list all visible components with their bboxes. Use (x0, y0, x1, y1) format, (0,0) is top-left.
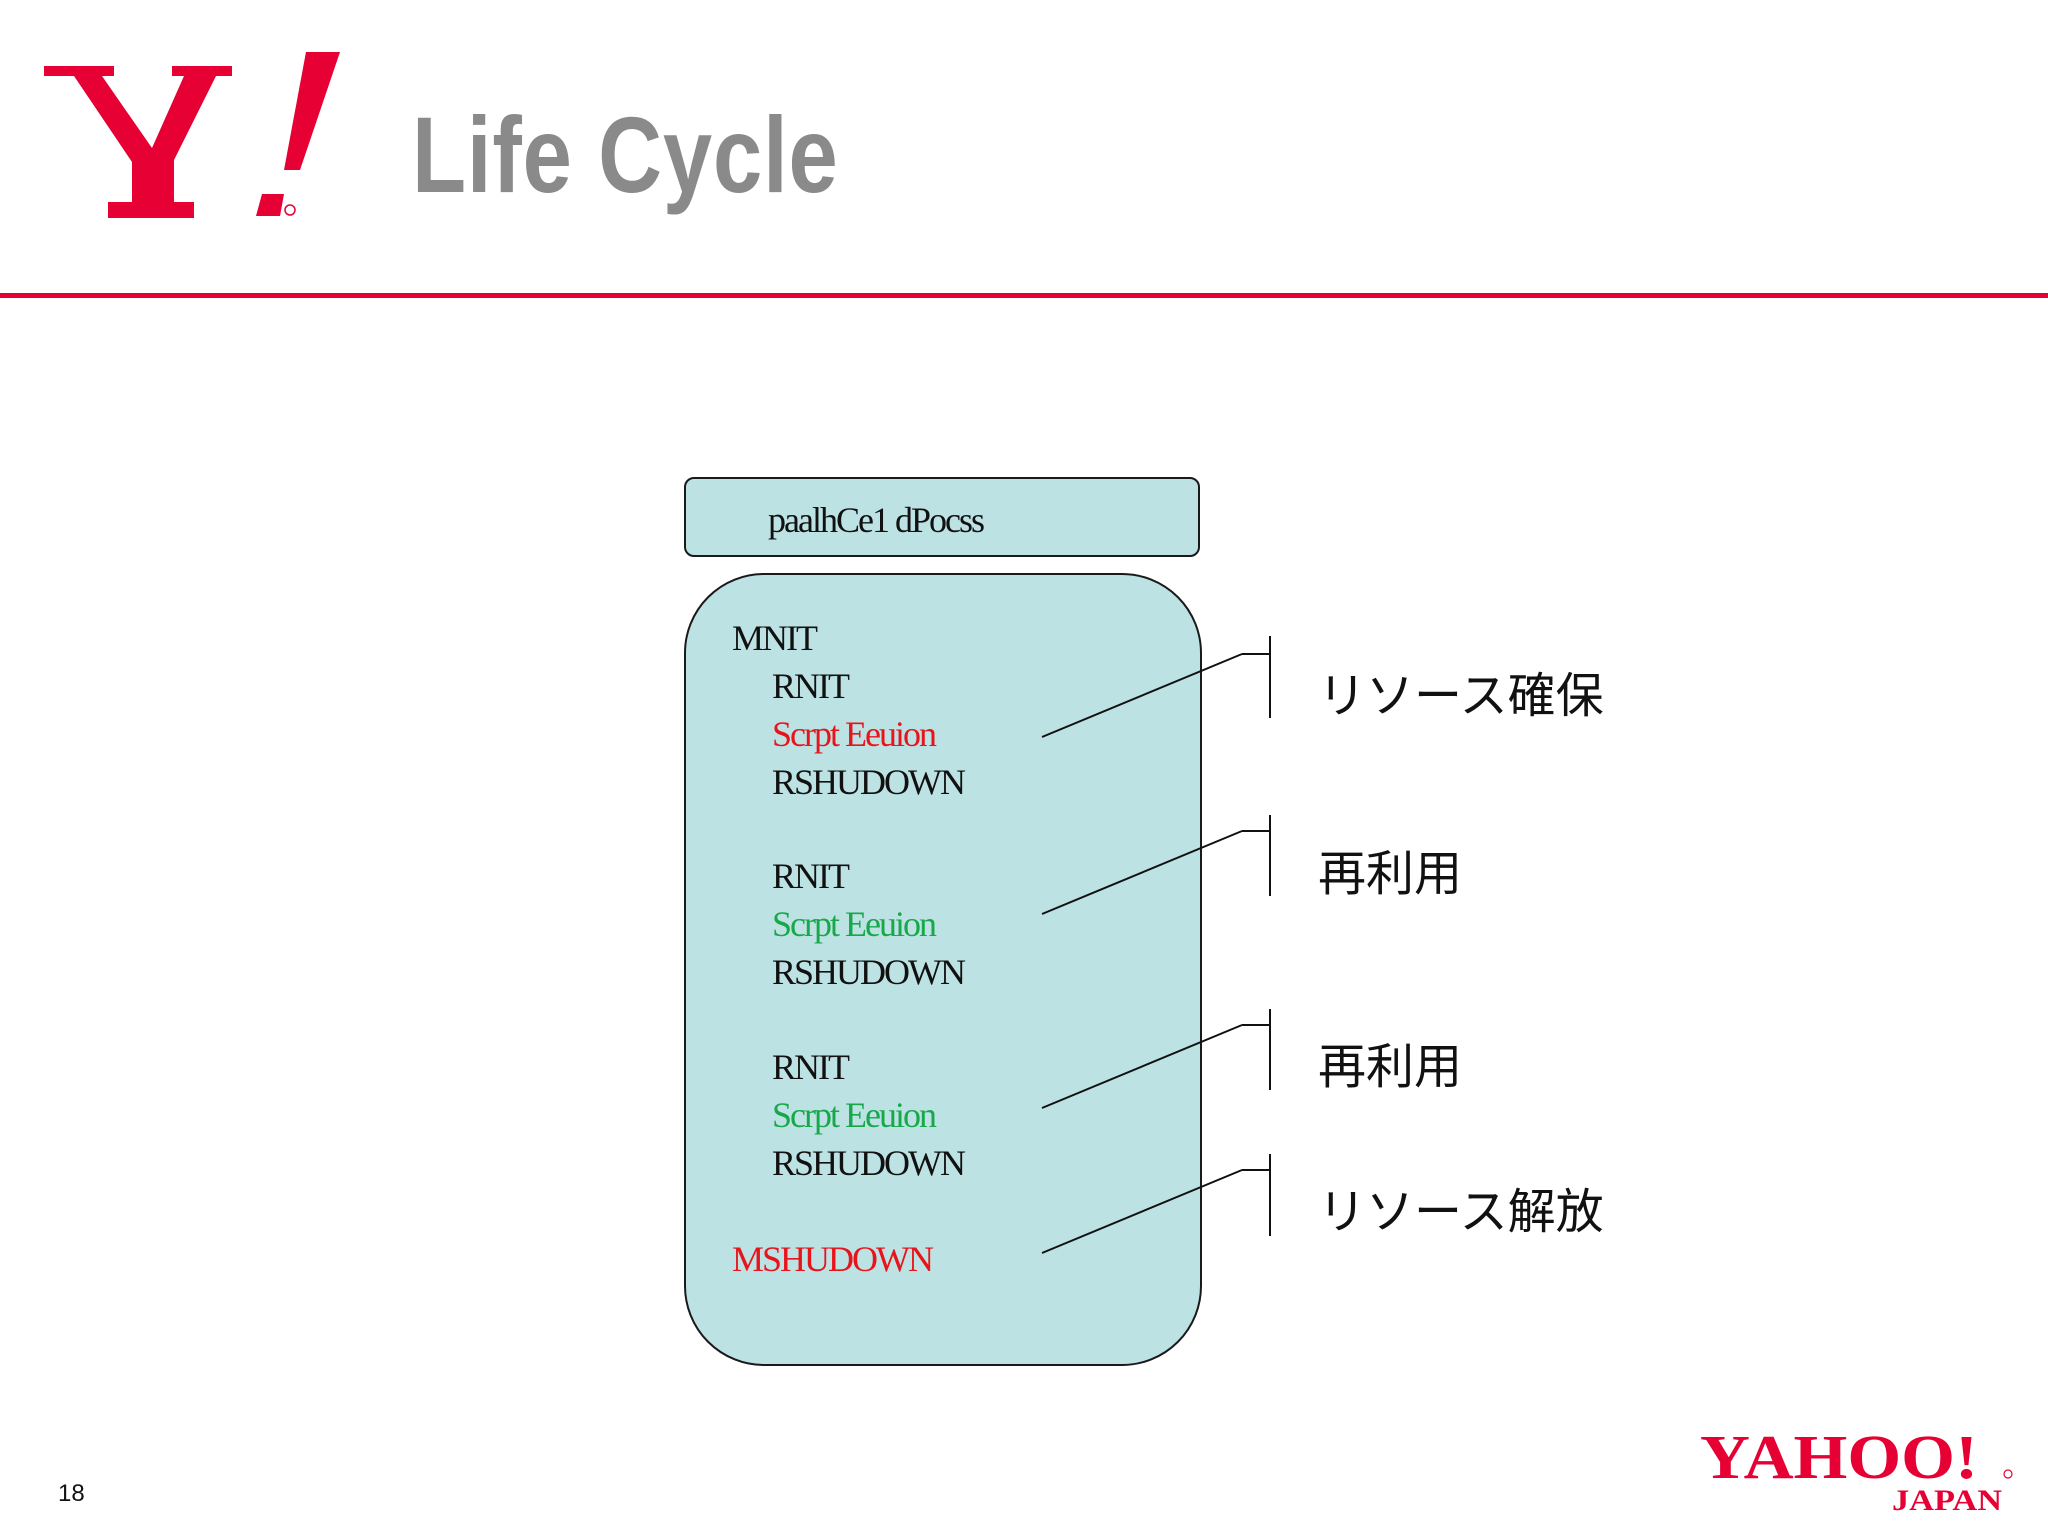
callout-bracket-release (1041, 1154, 1271, 1254)
phase-label-resource-acquire: リソース確保 (1318, 668, 1604, 724)
step-rinit: RNIT (772, 1047, 850, 1087)
callout-bracket-acquire (1041, 636, 1271, 738)
yahoo-japan-logo-icon: YAHOO! JAPAN (1700, 1424, 2013, 1516)
process-label: paalhCe1 dPocss (768, 500, 985, 540)
lifecycle-box: MNIT RNIT Scrpt Eeuion RSHUDOWN RNIT Scr… (684, 573, 1202, 1366)
step-script-execution: Scrpt Eeuion (772, 904, 937, 944)
page-number: 18 (58, 1480, 85, 1507)
step-minit: MNIT (732, 618, 818, 658)
title-divider (0, 293, 2048, 298)
step-script-execution: Scrpt Eeuion (772, 1095, 937, 1135)
phase-label-resource-release: リソース解放 (1318, 1184, 1604, 1240)
phase-label-reuse: 再利用 (1318, 846, 1463, 902)
page-title: Life Cycle (412, 94, 839, 215)
yahoo-wordmark: YAHOO! (1700, 1424, 1978, 1492)
callout-bracket-reuse-2 (1041, 1009, 1271, 1109)
step-rshutdown: RSHUDOWN (772, 762, 966, 802)
yahoo-y-logo-icon (44, 52, 340, 218)
japan-wordmark: JAPAN (1892, 1484, 2002, 1516)
step-rinit: RNIT (772, 856, 850, 896)
process-header-box: paalhCe1 dPocss (684, 477, 1200, 557)
callout-bracket-reuse-1 (1041, 815, 1271, 915)
phase-label-reuse: 再利用 (1318, 1039, 1463, 1095)
step-rshutdown: RSHUDOWN (772, 1143, 966, 1183)
step-script-execution: Scrpt Eeuion (772, 714, 937, 754)
step-mshutdown: MSHUDOWN (732, 1239, 934, 1279)
step-rshutdown: RSHUDOWN (772, 952, 966, 992)
step-rinit: RNIT (772, 666, 850, 706)
